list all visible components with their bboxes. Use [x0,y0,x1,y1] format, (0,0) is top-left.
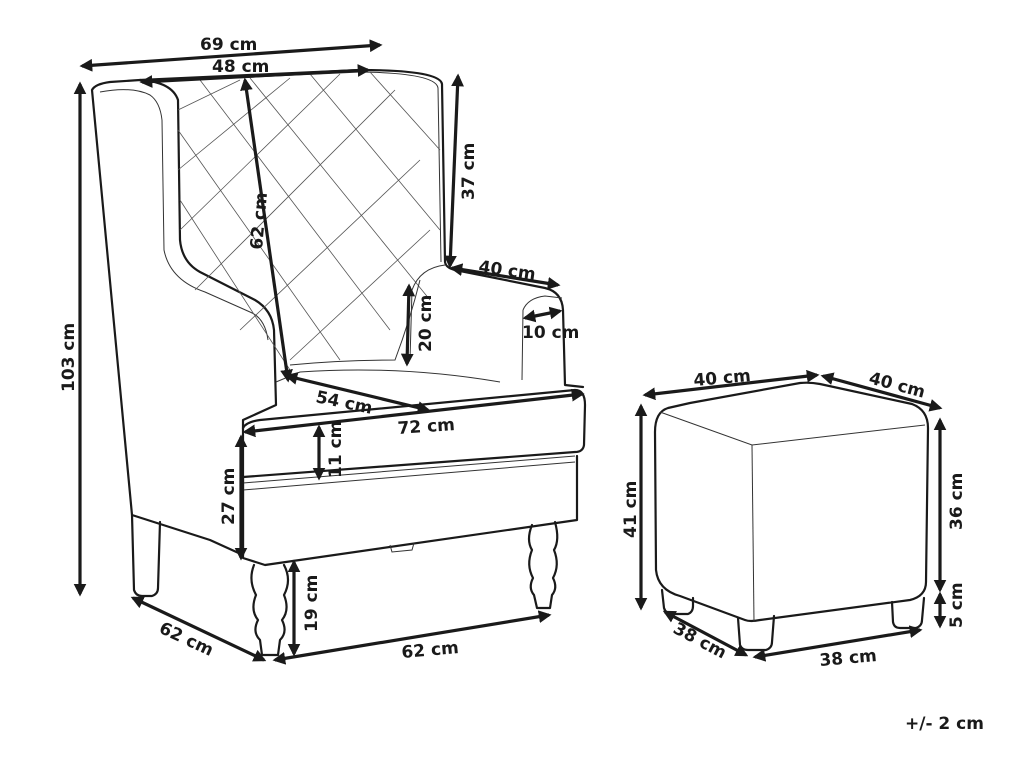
wing-height-label: 37 cm [459,143,479,200]
front-right-leg [527,520,559,610]
overall-width-label: 69 cm [200,35,257,55]
armchair-dimension-labels: 69 cm 48 cm 62 cm 37 cm 40 cm 20 cm 10 c… [59,35,579,663]
seat-height-label: 27 cm [219,468,239,525]
backrest-height-label: 62 cm [247,192,272,251]
ottoman-overall-height-label: 41 cm [621,481,641,538]
seat-width-label: 72 cm [397,415,456,439]
front-left-leg [250,563,290,657]
ottoman-dimension-lines [634,369,947,662]
armchair-drawing [90,68,587,657]
ottoman-body [653,381,930,623]
back-left-leg [130,513,162,598]
ottoman-leg-height-label: 5 cm [947,582,967,628]
ottoman-top-width-label: 40 cm [693,366,752,391]
armrest-width-label: 10 cm [522,323,579,343]
armchair-dimension-lines [73,39,585,665]
tolerance-note: +/- 2 cm [905,714,984,734]
ottoman-bottom-depth-label: 38 cm [670,619,730,664]
armrest-height-label: 20 cm [416,295,436,352]
back-width-label: 48 cm [212,57,269,77]
backrest-top [138,68,457,272]
ottoman-dimension-labels: 40 cm 40 cm 41 cm 36 cm 5 cm 38 cm 38 cm [621,366,967,671]
ottoman-top-edge [659,411,926,446]
seat-cushion-height-label: 11 cm [326,421,346,478]
leg-height-label: 19 cm [302,575,322,632]
left-wing-panel [90,78,278,557]
armrest-depth-label: 40 cm [477,257,537,285]
front-width-label: 62 cm [401,638,460,663]
ottoman-body-height-label: 36 cm [947,473,967,530]
ottoman-front-corner [751,444,755,623]
overall-height-label: 103 cm [59,323,79,392]
ottoman-bottom-width-label: 38 cm [819,646,878,671]
ottoman-drawing [653,381,930,652]
tufting-pattern [177,71,441,371]
ottoman-leg-left [660,588,695,616]
